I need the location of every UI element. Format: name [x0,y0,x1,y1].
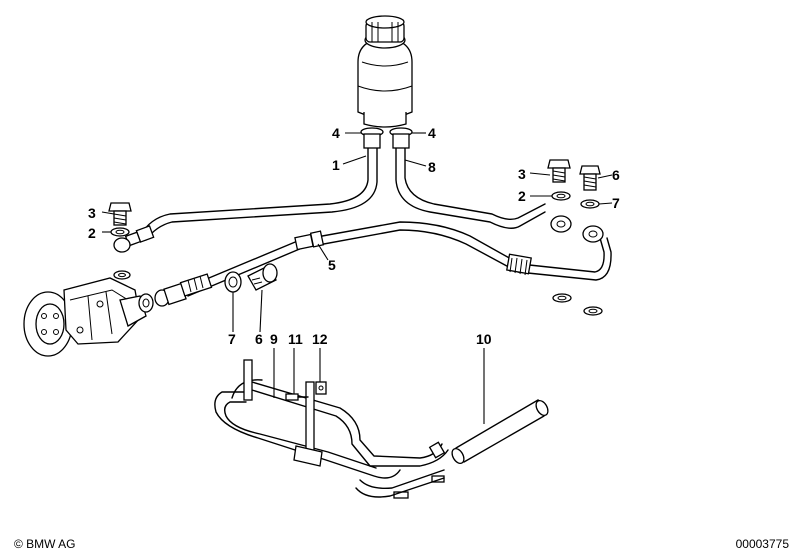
banjo-fitting-right-2[interactable] [582,225,604,243]
banjo-bolt-6[interactable] [579,165,601,191]
banjo-bolt-3-left[interactable] [108,202,132,226]
washer-pump-top[interactable] [113,270,131,280]
document-number: 00003775 [735,537,789,551]
hose-8[interactable] [395,147,546,229]
seal-7-center[interactable] [224,271,242,293]
banjo-fitting-left[interactable] [113,225,155,253]
washer-2-left[interactable] [110,227,130,237]
clamp-4-left[interactable] [360,127,384,149]
label-4-right: 4 [428,125,436,141]
washer-lower-right-1[interactable] [552,293,572,303]
washer-lower-right-2[interactable] [583,306,603,316]
label-7-right: 7 [612,195,620,211]
clamp-4-right[interactable] [389,127,413,149]
washer-2-right[interactable] [551,191,571,201]
fitting-6-center[interactable] [247,263,278,291]
bolt-11[interactable] [285,393,309,401]
pump-outlet-seals[interactable] [138,273,213,313]
label-10: 10 [476,331,492,347]
label-5: 5 [328,257,336,273]
label-2-left: 2 [88,225,96,241]
label-2-right: 2 [518,188,526,204]
label-12: 12 [312,331,328,347]
label-8: 8 [428,159,436,175]
banjo-fitting-right-1[interactable] [550,215,572,233]
power-steering-pump[interactable] [23,277,147,357]
label-7-center: 7 [228,331,236,347]
pressure-line-5[interactable] [184,221,612,297]
label-6-center: 6 [255,331,263,347]
label-6-right: 6 [612,167,620,183]
callout-labels: 1 2 2 3 3 4 4 5 6 6 7 7 8 9 10 11 12 [88,125,620,347]
banjo-bolt-3-right[interactable] [547,159,571,183]
copyright-text: © BMW AG [14,537,76,551]
label-3-right: 3 [518,166,526,182]
label-3-left: 3 [88,205,96,221]
fluid-reservoir[interactable] [357,15,413,128]
hose-1[interactable] [139,147,378,241]
return-hose-10[interactable] [428,399,551,466]
cooler-loop-9[interactable] [214,359,449,499]
washer-7-right[interactable] [580,199,600,209]
label-4-left: 4 [332,125,340,141]
label-1: 1 [332,157,340,173]
leader-lines [101,132,613,424]
label-11: 11 [288,331,303,347]
clip-12[interactable] [315,381,327,395]
label-9: 9 [270,331,278,347]
